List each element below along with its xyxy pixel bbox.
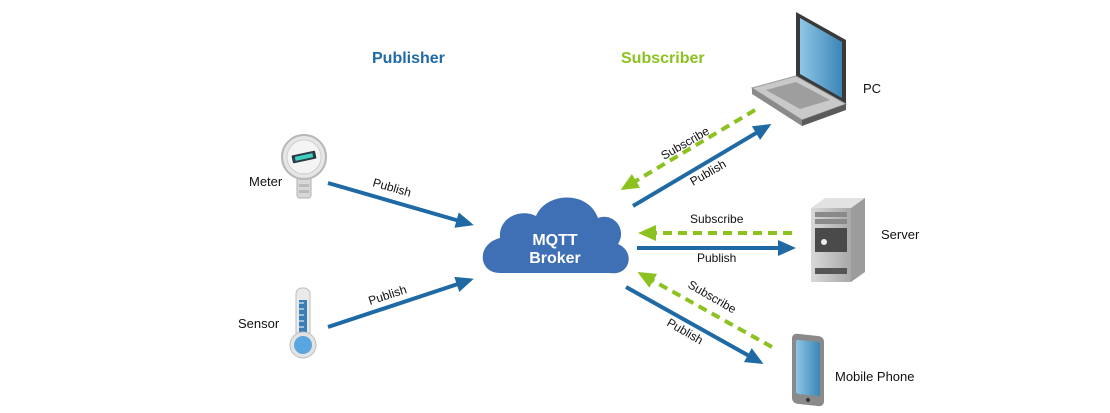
sensor-publish-arrow: [327, 276, 474, 329]
server-subscribe-label: Subscribe: [690, 212, 744, 226]
mobile-publish-arrow: [625, 285, 764, 364]
pc-label: PC: [863, 81, 881, 96]
pc-publish-arrow: [631, 123, 772, 208]
server-publish-label: Publish: [697, 251, 736, 265]
meter-label: Meter: [249, 174, 283, 189]
pc-subscribe-arrow: [620, 108, 757, 191]
server-label: Server: [881, 227, 920, 242]
publisher-heading: Publisher: [372, 50, 445, 67]
sensor-label: Sensor: [238, 316, 280, 331]
broker-label-line1: MQTT: [532, 232, 578, 249]
meter-icon: [281, 134, 327, 199]
mqtt-broker-cloud: MQTT Broker: [482, 197, 629, 274]
thermometer-icon: [289, 287, 317, 359]
laptop-icon: [750, 12, 848, 126]
mobile-subscribe-label: Subscribe: [686, 277, 739, 316]
mobile-subscribe-arrow: [637, 272, 773, 349]
mobile-phone-icon: [792, 333, 824, 407]
broker-label-line2: Broker: [529, 250, 581, 267]
pc-subscribe-label: Subscribe: [659, 124, 712, 163]
subscriber-heading: Subscriber: [621, 50, 705, 67]
meter-publish-arrow: [327, 181, 474, 228]
server-icon: [811, 198, 865, 282]
mobile-phone-label: Mobile Phone: [835, 369, 915, 384]
